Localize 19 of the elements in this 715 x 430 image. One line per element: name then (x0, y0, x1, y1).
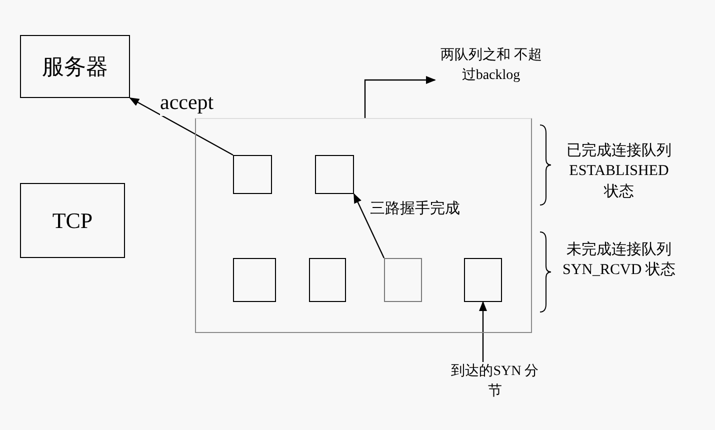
arrow (353, 193, 385, 258)
queue-entry-box (464, 258, 502, 302)
arrow (129, 97, 234, 156)
process-box (20, 183, 125, 258)
queue-entry-box (315, 155, 354, 194)
note-text: 到达的SYN 分节 (450, 362, 540, 408)
arrow (479, 301, 487, 362)
arrow (364, 76, 436, 118)
queue-container (195, 118, 532, 333)
note-text: 两队列之和 不超过backlog (435, 46, 547, 92)
process-box (20, 35, 130, 98)
queue-entry-box (384, 258, 422, 302)
queue-entry-box (233, 155, 272, 194)
queue-entry-box (309, 258, 346, 302)
queue-entry-box (233, 258, 276, 302)
box-label: 服务器 (42, 52, 108, 80)
box-label: TCP (52, 208, 93, 234)
queue-state-label: 未完成连接队列 SYN_RCVD 状态 (562, 240, 676, 280)
queue-state-label: 已完成连接队列 ESTABLISHED 状态 (566, 141, 672, 202)
